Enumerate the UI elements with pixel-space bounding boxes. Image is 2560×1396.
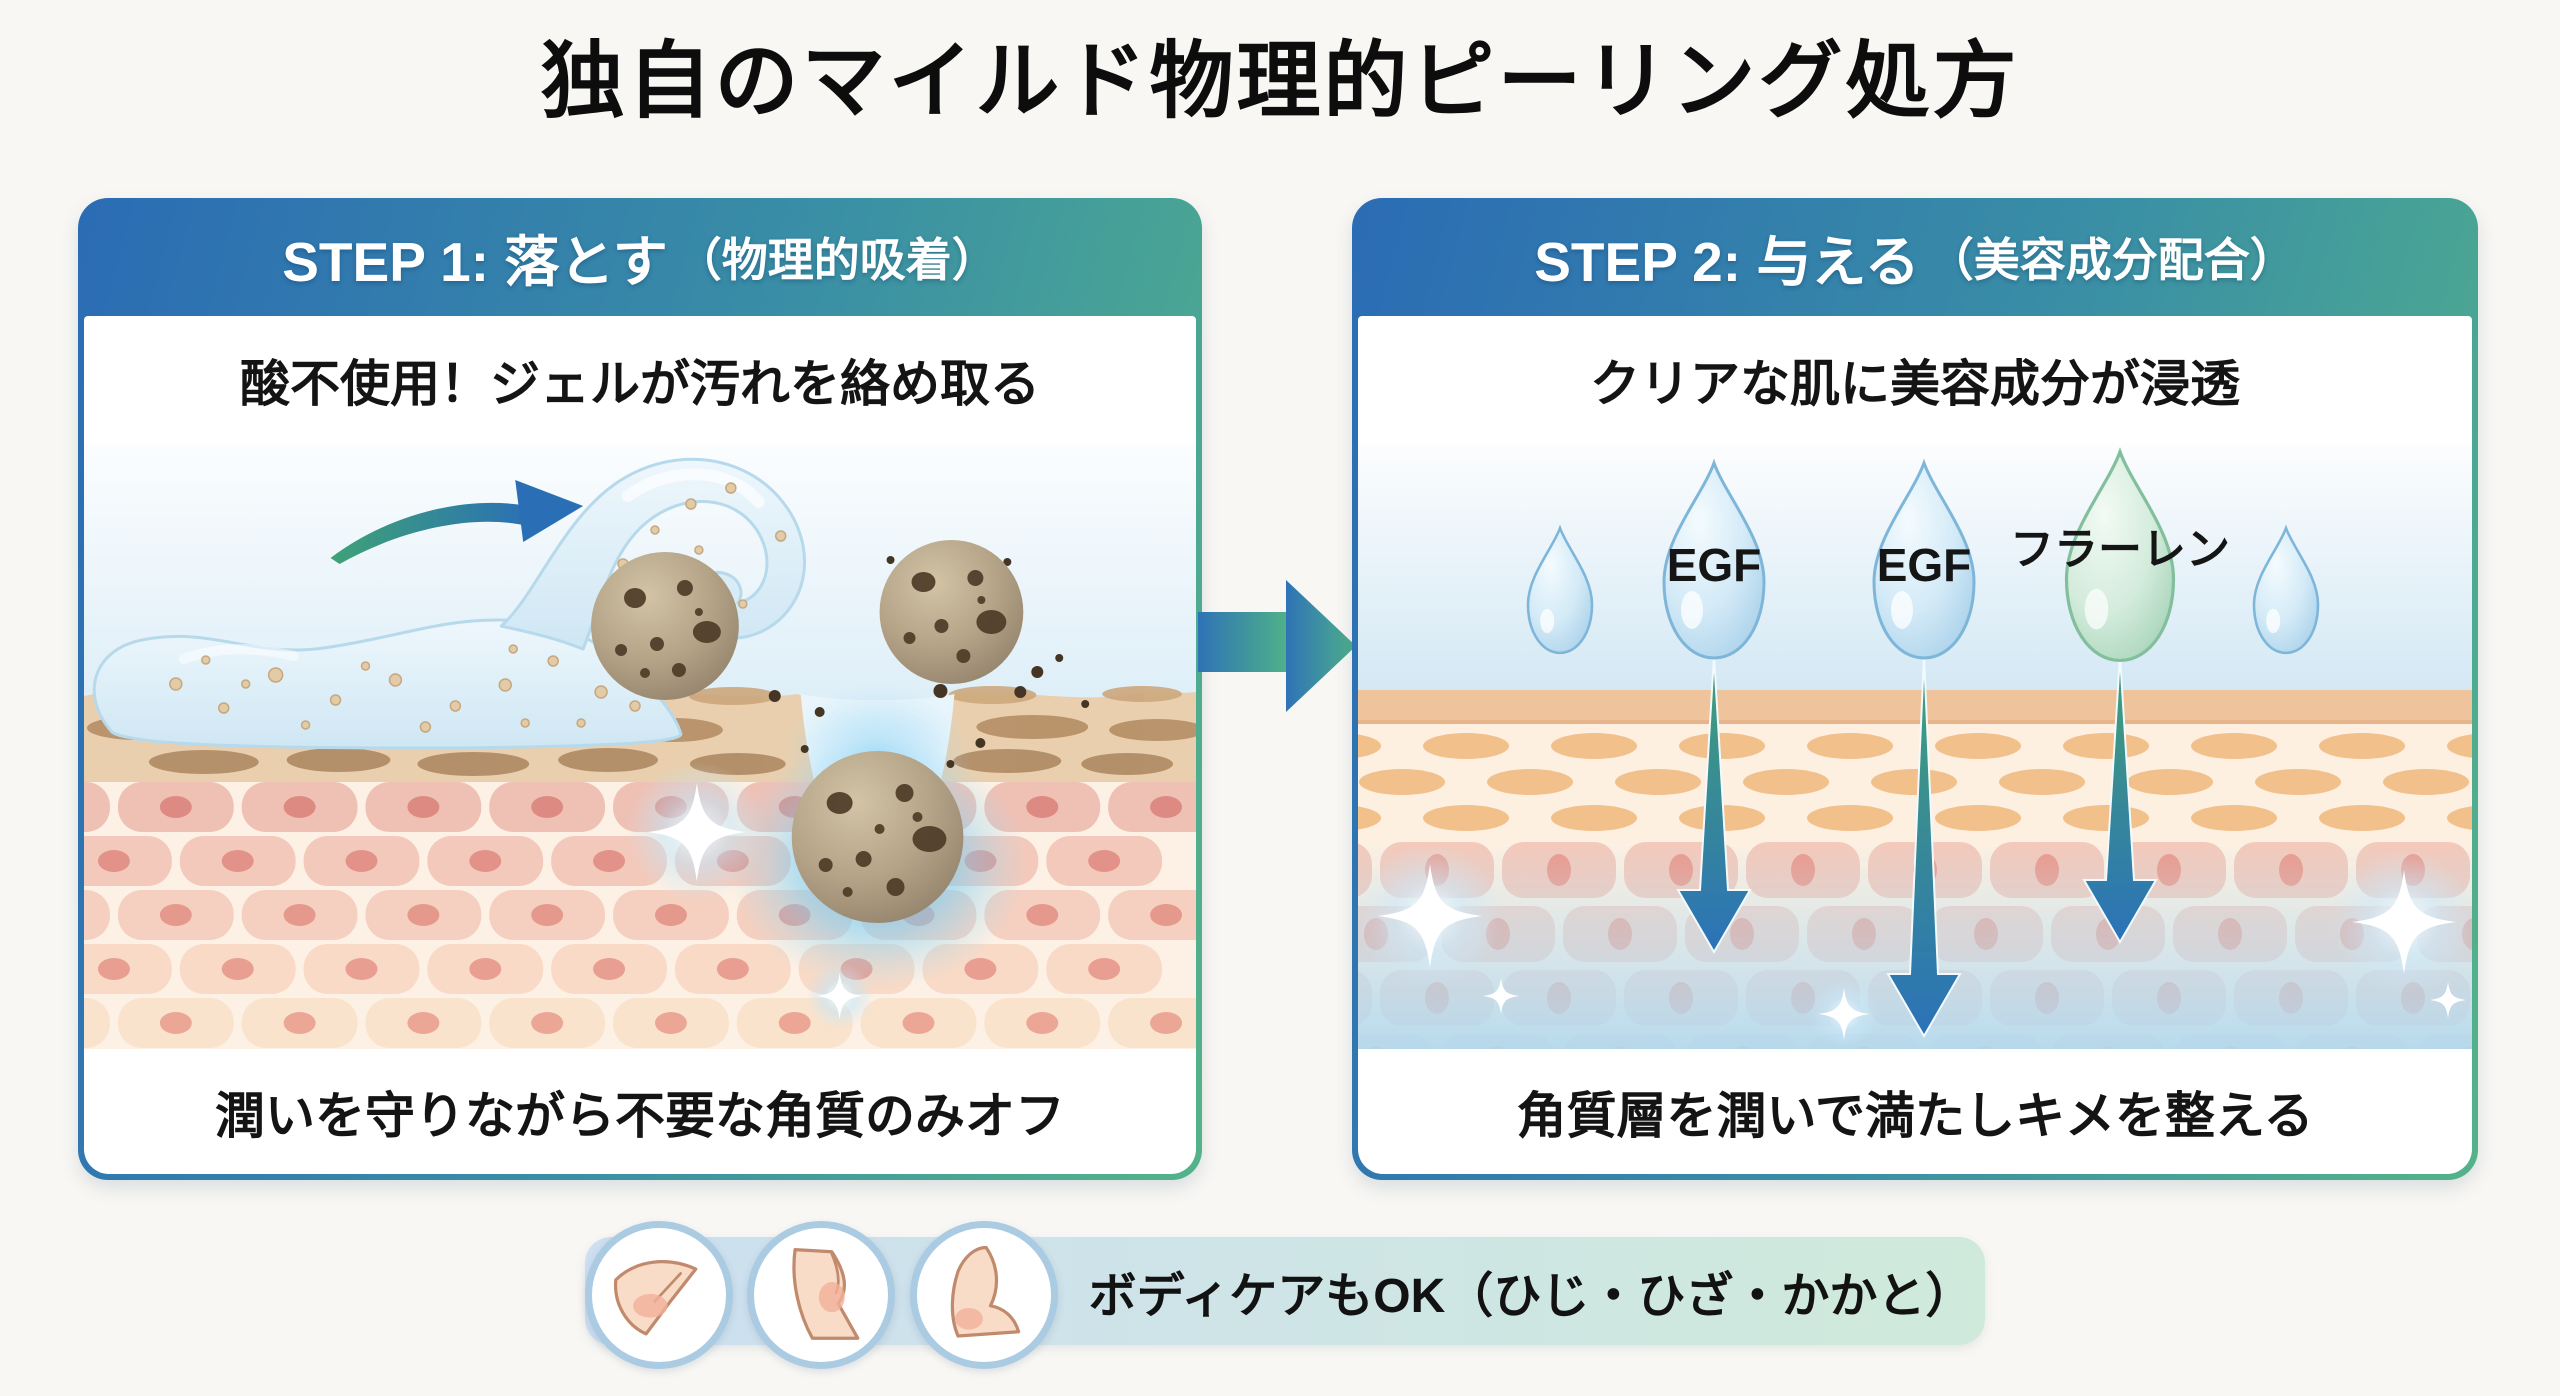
arrow-right-icon bbox=[1198, 580, 1356, 712]
elbow-icon bbox=[614, 1260, 698, 1336]
step1-body: 酸不使用！ジェルが汚れを絡め取る bbox=[84, 316, 1196, 1174]
gel-dots bbox=[169, 482, 787, 733]
droplet-small-1 bbox=[1526, 526, 1594, 655]
droplet-small-2 bbox=[2252, 526, 2320, 655]
step2-caption-top: クリアな肌に美容成分が浸透 bbox=[1590, 356, 2240, 412]
step2-panel: STEP 2: 与える （美容成分配合） クリアな肌に美容成分が浸透 bbox=[1352, 198, 2478, 1180]
step1-panel: STEP 1: 落とす （物理的吸着） 酸不使用！ジェルが汚れを絡め取る bbox=[78, 198, 1202, 1180]
droplet-fullerene-label: フラーレン bbox=[2010, 525, 2230, 574]
penetration-arrow-2 bbox=[1886, 655, 1962, 1038]
body-part-circle-elbow bbox=[585, 1221, 733, 1369]
dirt-particle-3 bbox=[791, 751, 964, 923]
step1-header: STEP 1: 落とす （物理的吸着） bbox=[78, 198, 1202, 316]
step1-header-sublabel: （物理的吸着） bbox=[675, 234, 998, 286]
serum-droplets: EGF EGF フラーレン bbox=[1526, 450, 2320, 663]
heel-icon bbox=[950, 1245, 1021, 1338]
page-title: 独自のマイルド物理的ピーリング処方 bbox=[540, 34, 2020, 128]
keratin-flakes-row2 bbox=[148, 748, 1174, 776]
dirt-particle-1 bbox=[591, 552, 739, 700]
step2-body: クリアな肌に美容成分が浸透 bbox=[1358, 316, 2472, 1174]
step2-caption-bottom: 角質層を潤いで満たしキメを整える bbox=[1516, 1087, 2314, 1144]
sparkle-icon bbox=[1358, 844, 2472, 1048]
dirt-particle-2 bbox=[879, 540, 1024, 684]
penetration-arrow-3 bbox=[2082, 655, 2158, 944]
body-part-circle-heel bbox=[910, 1221, 1058, 1369]
step1-illustration bbox=[84, 444, 1196, 1049]
body-part-circle-knee bbox=[747, 1221, 895, 1369]
step2-illustration: EGF EGF フラーレン bbox=[1358, 444, 2472, 1049]
step2-header-label: STEP 2: 与える bbox=[1534, 231, 1920, 293]
droplet-egf-2 bbox=[1872, 461, 1976, 660]
droplet-fullerene bbox=[2064, 450, 2176, 663]
step2-header-sublabel: （美容成分配合） bbox=[1927, 234, 2296, 286]
knee-icon bbox=[792, 1248, 860, 1340]
step1-caption-top: 酸不使用！ジェルが汚れを絡め取る bbox=[240, 356, 1040, 412]
scrub-direction-arrow-icon bbox=[330, 480, 584, 564]
penetration-arrows bbox=[1676, 655, 2158, 1038]
penetration-arrow-1 bbox=[1676, 655, 1752, 954]
sparkle-icon bbox=[627, 762, 874, 1030]
droplet-egf-2-label: EGF bbox=[1877, 539, 1972, 591]
step2-header: STEP 2: 与える （美容成分配合） bbox=[1352, 198, 2478, 316]
droplet-egf-1 bbox=[1662, 461, 1766, 660]
step1-header-label: STEP 1: 落とす bbox=[282, 231, 668, 293]
droplet-egf-1-label: EGF bbox=[1667, 539, 1762, 591]
step1-caption-bottom: 潤いを守りながら不要な角質のみオフ bbox=[215, 1087, 1065, 1144]
footer-label: ボディケアもOK（ひじ・ひざ・かかと） bbox=[1088, 1270, 1974, 1323]
